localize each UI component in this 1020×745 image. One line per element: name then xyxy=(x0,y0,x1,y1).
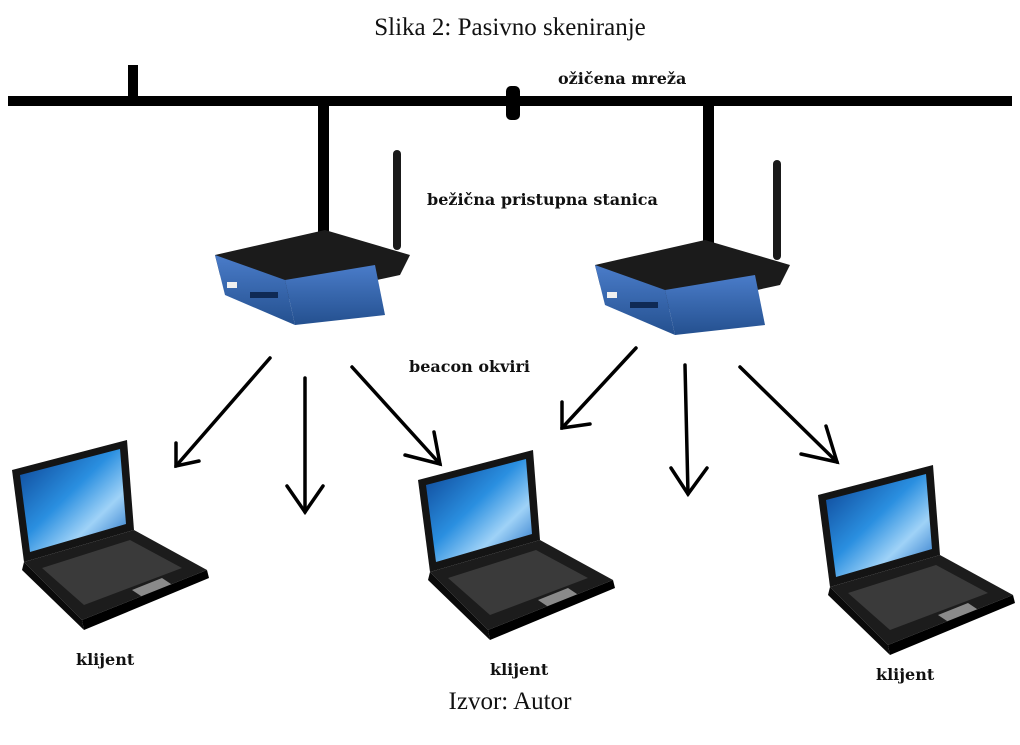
figure-source: Izvor: Autor xyxy=(448,688,572,715)
wired-network-label: ožičena mreža xyxy=(558,69,687,88)
network-stub xyxy=(128,65,138,101)
laptop-icon xyxy=(12,440,209,630)
laptop-icon xyxy=(418,450,615,640)
access-point-label: bežična pristupna stanica xyxy=(427,190,658,209)
router-icon xyxy=(595,160,790,335)
ap2-cable xyxy=(703,100,714,250)
beacon-arrows xyxy=(174,346,840,516)
figure-title: Slika 2: Pasivno skeniranje xyxy=(374,14,646,41)
network-connector xyxy=(506,86,520,120)
router-icon xyxy=(215,150,410,325)
client-label-1: klijent xyxy=(76,650,135,669)
laptop-icon xyxy=(818,465,1015,655)
client-label-3: klijent xyxy=(876,665,935,684)
client-label-2: klijent xyxy=(490,660,549,679)
ap1-cable xyxy=(318,100,329,240)
beacon-frames-label: beacon okviri xyxy=(409,357,530,376)
